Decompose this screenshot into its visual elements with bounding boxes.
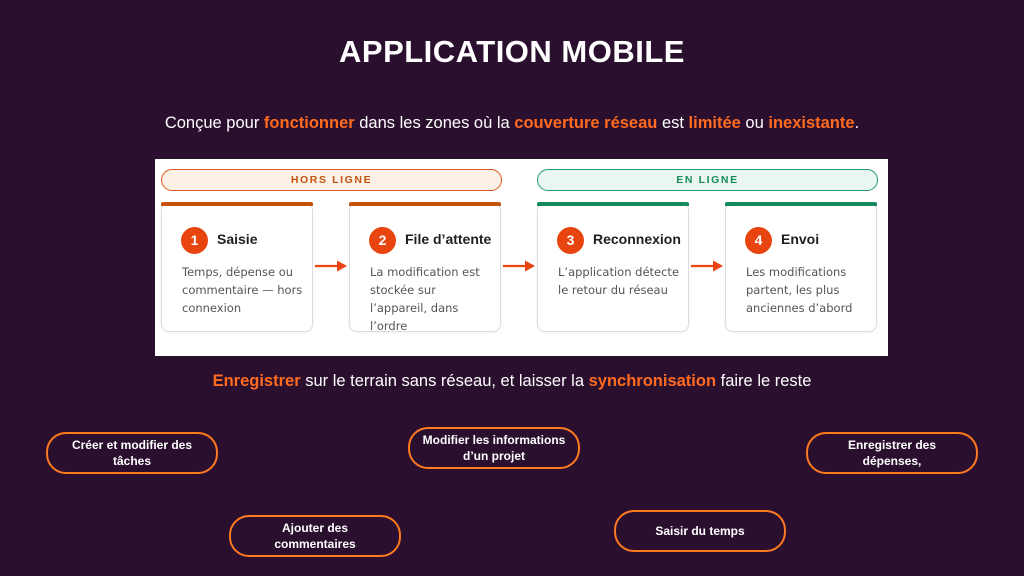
- arrow-right-icon: [503, 260, 535, 272]
- subtitle-text: .: [854, 114, 860, 132]
- tagline-text: sur le terrain sans réseau, et laisser l…: [300, 372, 589, 390]
- step-description: Temps, dépense ou commentaire — hors con…: [182, 265, 303, 315]
- arrow-right-icon: [691, 260, 723, 272]
- subtitle-highlight: couverture réseau: [514, 114, 658, 132]
- step-title: Reconnexion: [593, 231, 681, 247]
- feature-pill-taches: Créer et modifier des tâches: [46, 432, 218, 474]
- feature-pill-commentaires: Ajouter des commentaires: [229, 515, 401, 557]
- step-bar: [161, 202, 313, 206]
- step-description: La modification est stockée sur l’appare…: [370, 265, 480, 333]
- tagline-highlight: synchronisation: [588, 372, 717, 390]
- subtitle-highlight: fonctionner: [263, 114, 355, 132]
- step-description: L’application détecte le retour du résea…: [558, 265, 680, 297]
- step-card-reconnexion: 3 Reconnexion L’application détecte le r…: [537, 202, 689, 332]
- page-title: APPLICATION MOBILE: [339, 34, 685, 69]
- step-number: 4: [745, 227, 772, 254]
- step-card-envoi: 4 Envoi Les modifications partent, les p…: [725, 202, 877, 332]
- feature-pill-depenses: Enregistrer des dépenses,: [806, 432, 978, 474]
- step-title: Envoi: [781, 231, 820, 247]
- step-bar: [349, 202, 501, 206]
- phase-offline-label: HORS LIGNE: [161, 169, 502, 191]
- subtitle-text: ou: [740, 114, 769, 132]
- tagline-text: faire le reste: [716, 372, 812, 390]
- tagline: Enregistrer sur le terrain sans réseau, …: [0, 372, 1024, 391]
- arrow-right-icon: [315, 260, 347, 272]
- phase-online-label: EN LIGNE: [537, 169, 878, 191]
- subtitle: Conçue pour fonctionner dans les zones o…: [0, 114, 1024, 133]
- step-number: 3: [557, 227, 584, 254]
- step-bar: [537, 202, 689, 206]
- step-card-saisie: 1 Saisie Temps, dépense ou commentaire —…: [161, 202, 313, 332]
- step-description: Les modifications partent, les plus anci…: [746, 265, 853, 315]
- step-card-file-attente: 2 File d’attente La modification est sto…: [349, 202, 501, 333]
- subtitle-highlight: inexistante: [768, 114, 855, 132]
- step-number: 1: [181, 227, 208, 254]
- subtitle-text: est: [657, 114, 689, 132]
- tagline-highlight: Enregistrer: [212, 372, 301, 390]
- feature-pill-projet: Modifier les informations d’un projet: [408, 427, 580, 469]
- step-number: 2: [369, 227, 396, 254]
- subtitle-highlight: limitée: [688, 114, 741, 132]
- sync-diagram: HORS LIGNE EN LIGNE 1 Saisie Temps, dépe…: [155, 159, 888, 356]
- feature-pill-temps: Saisir du temps: [614, 510, 786, 552]
- step-title: File d’attente: [405, 231, 492, 247]
- subtitle-text: dans les zones où la: [354, 114, 515, 132]
- subtitle-text: Conçue pour: [164, 114, 264, 132]
- step-title: Saisie: [217, 231, 258, 247]
- step-bar: [725, 202, 877, 206]
